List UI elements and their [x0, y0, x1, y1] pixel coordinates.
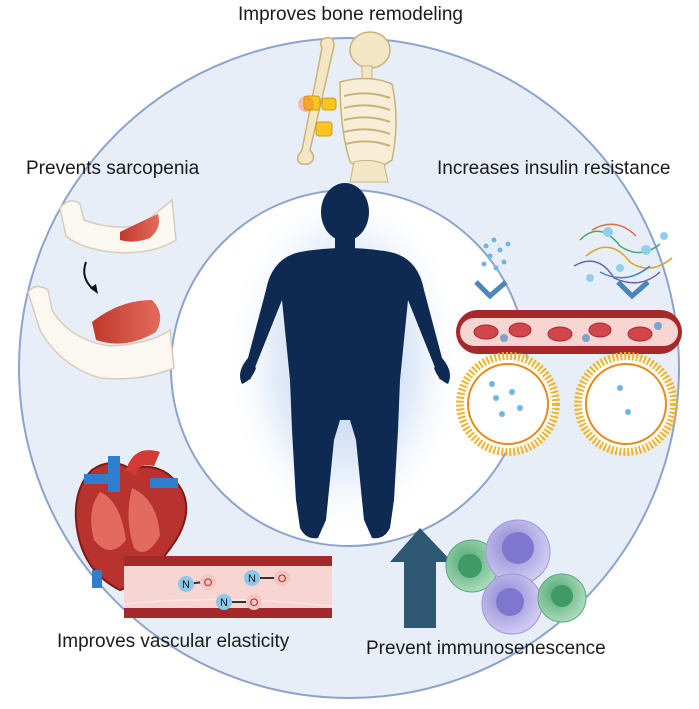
label-bone-remodeling: Improves bone remodeling [238, 4, 463, 25]
blood-vessel-icon [456, 310, 682, 354]
oxygen-atom [200, 574, 216, 590]
skeleton-icon [296, 31, 397, 183]
molecule-o-label: O [204, 577, 213, 589]
up-arrow-icon [390, 528, 452, 628]
protein-icon [474, 223, 673, 300]
nitrogen-atom [216, 594, 232, 610]
molecule-n-label: N [248, 573, 256, 585]
molecule-n-label: N [220, 597, 228, 609]
nitrogen-atom [178, 576, 194, 592]
muscle-arm-icon [27, 198, 177, 380]
label-immunosenescence: Prevent immunosenescence [366, 638, 606, 659]
liposome-icon [574, 352, 678, 456]
nitric-oxide-molecules: N O N O N O [178, 570, 290, 610]
molecule-o-label: O [250, 597, 259, 609]
label-vascular-elasticity: Improves vascular elasticity [57, 631, 290, 652]
nitrogen-atom [244, 570, 260, 586]
oxygen-atom [246, 594, 262, 610]
oxygen-atom [274, 570, 290, 586]
liposome-icon [456, 352, 560, 456]
human-silhouette-icon [240, 183, 450, 539]
immune-cells-icon [445, 519, 587, 635]
label-insulin-resistance: Increases insulin resistance [437, 158, 671, 179]
molecule-o-label: O [278, 573, 287, 585]
molecule-n-label: N [182, 579, 190, 591]
label-sarcopenia: Prevents sarcopenia [26, 158, 200, 179]
